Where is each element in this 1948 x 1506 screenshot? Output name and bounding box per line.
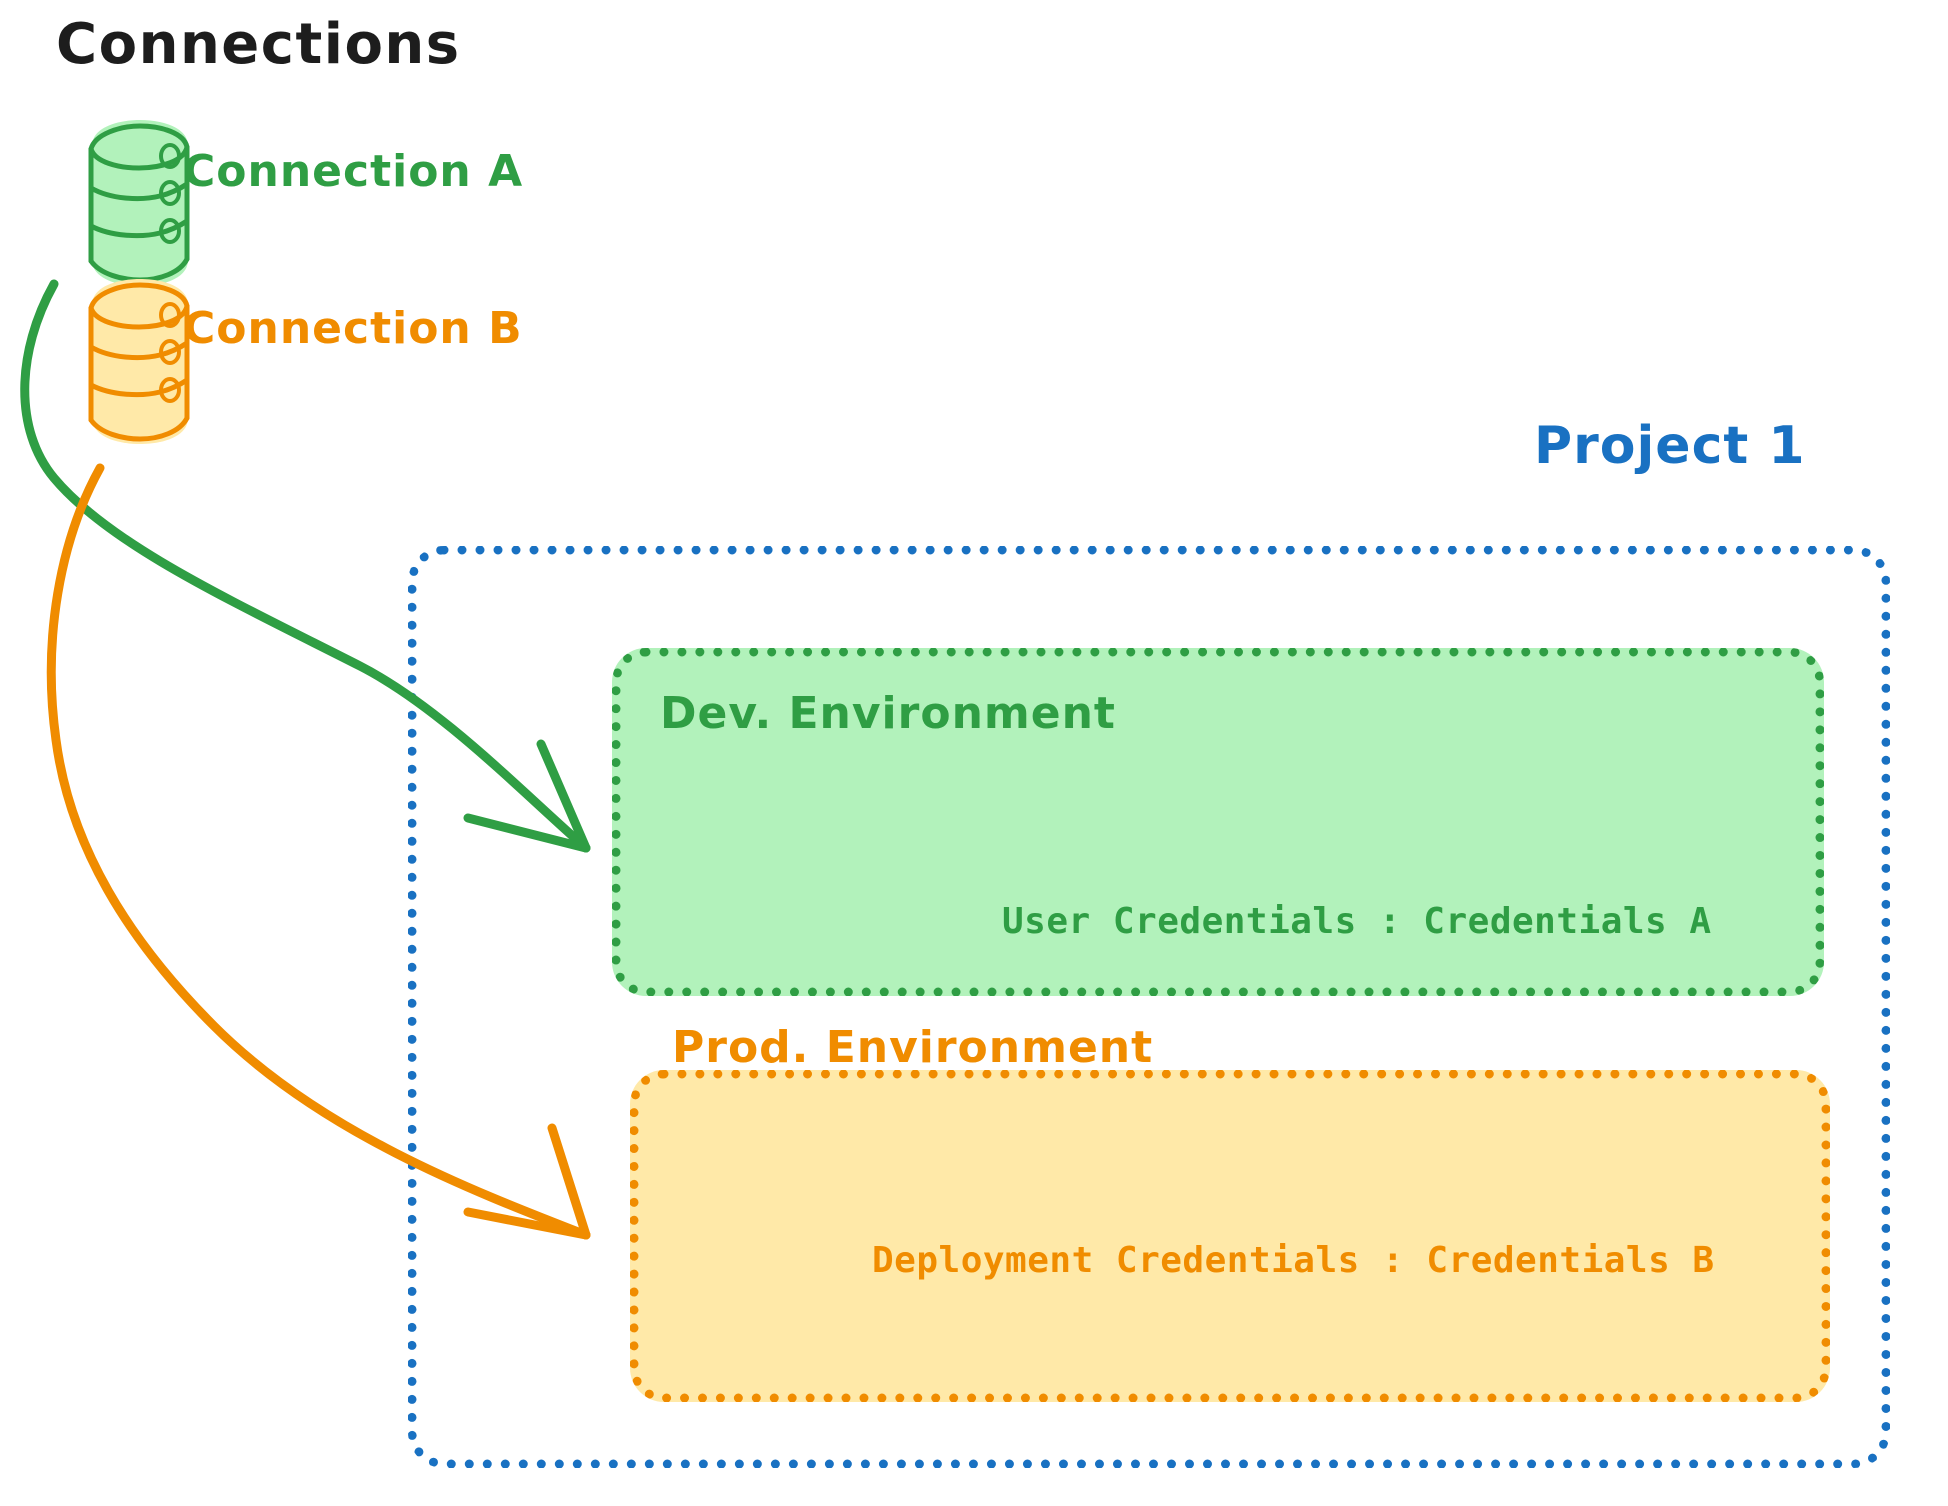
prod-environment-credentials: Deployment Credentials : Credentials B xyxy=(872,1240,1715,1281)
dev-environment-box[interactable] xyxy=(612,648,1824,996)
dev-environment-title: Dev. Environment xyxy=(660,688,1116,739)
page-title: Connections xyxy=(56,12,461,77)
connection-a-label: Connection A xyxy=(183,146,524,197)
project-label: Project 1 xyxy=(1534,416,1806,476)
prod-environment-box[interactable] xyxy=(630,1070,1830,1402)
dev-environment-credentials: User Credentials : Credentials A xyxy=(1002,901,1712,942)
prod-environment-title: Prod. Environment xyxy=(672,1022,1154,1073)
database-cylinder-icon-connection-b[interactable] xyxy=(88,279,190,444)
connection-b-label: Connection B xyxy=(183,303,523,354)
database-cylinder-icon-connection-a[interactable] xyxy=(88,120,190,286)
